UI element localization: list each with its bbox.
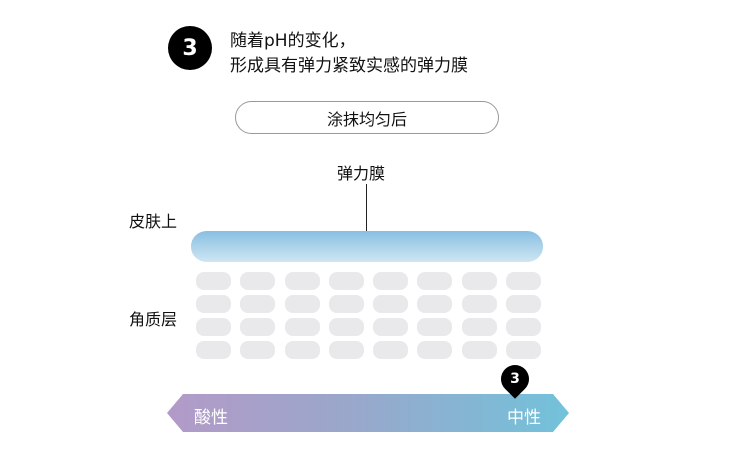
cell <box>196 295 231 313</box>
cell <box>328 341 364 359</box>
cell <box>328 272 364 290</box>
ph-acidic-label: 酸性 <box>194 408 228 428</box>
cell <box>461 341 497 359</box>
cell <box>240 341 276 359</box>
stratum-corneum-cells <box>196 272 542 359</box>
cell <box>240 295 276 313</box>
ph-neutral-label: 中性 <box>507 408 541 428</box>
cell <box>506 318 542 336</box>
step-text-line2: 形成具有弹力紧致实感的弹力膜 <box>230 56 468 76</box>
cell <box>461 272 497 290</box>
cell <box>196 318 231 336</box>
cell <box>284 341 320 359</box>
cell <box>461 318 497 336</box>
cell <box>417 318 453 336</box>
cell <box>240 272 276 290</box>
state-label: 涂抹均匀后 <box>235 101 499 134</box>
ph-scale-bar <box>167 394 569 432</box>
cell <box>196 341 231 359</box>
cell <box>506 341 542 359</box>
cell <box>240 318 276 336</box>
cell <box>506 295 542 313</box>
stratum-corneum-label: 角质层 <box>129 310 178 329</box>
ph-marker-number: 3 <box>510 371 520 387</box>
cell <box>417 295 453 313</box>
step-text-line1: 随着pH的变化， <box>230 31 356 51</box>
cell <box>417 341 453 359</box>
cell <box>284 318 320 336</box>
cell <box>328 295 364 313</box>
cell <box>373 318 409 336</box>
cell <box>461 295 497 313</box>
cell <box>373 295 409 313</box>
cell <box>284 272 320 290</box>
step-badge: 3 <box>168 26 212 70</box>
cell <box>328 318 364 336</box>
cell <box>417 272 453 290</box>
skin-surface-label: 皮肤上 <box>129 212 178 231</box>
cell <box>506 272 542 290</box>
cell <box>373 341 409 359</box>
cell <box>373 272 409 290</box>
cell <box>196 272 231 290</box>
elastic-film <box>191 231 543 262</box>
arrow-line <box>366 184 367 240</box>
film-label: 弹力膜 <box>337 164 386 183</box>
cell <box>284 295 320 313</box>
